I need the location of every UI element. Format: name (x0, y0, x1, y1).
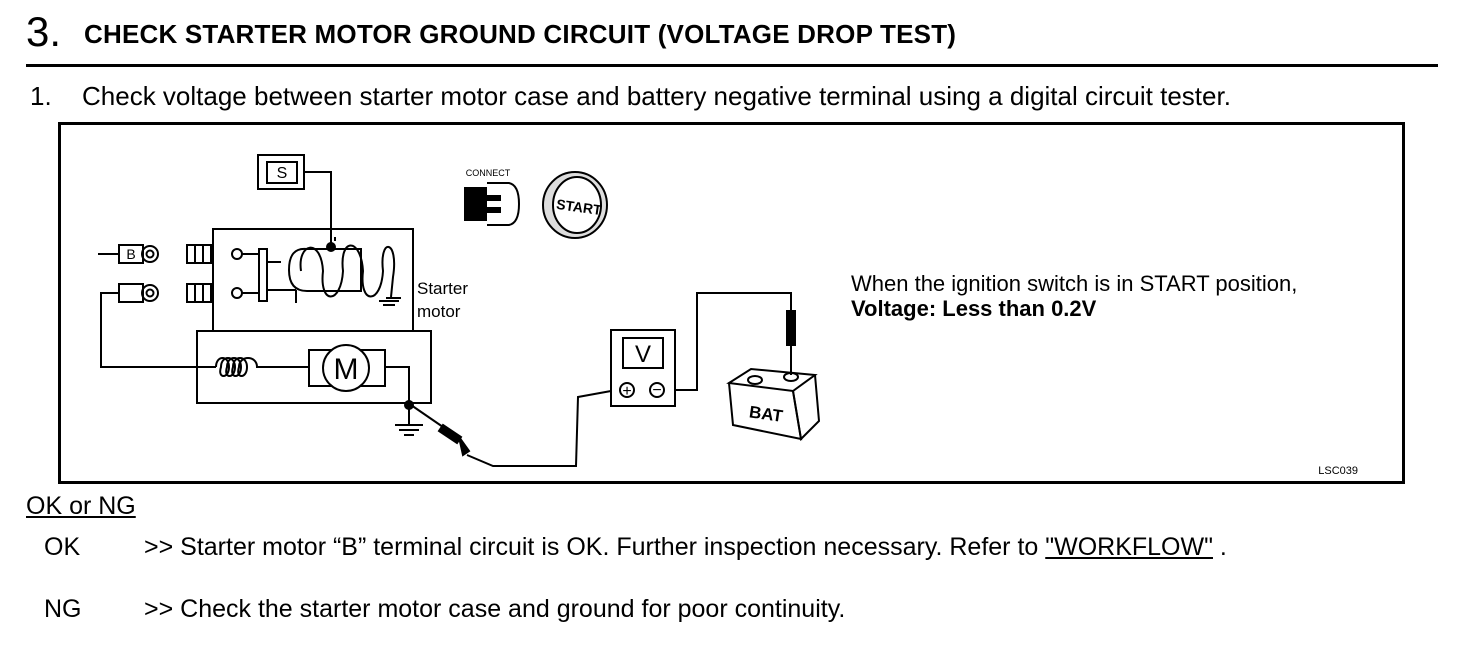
result-ng-code: NG (44, 595, 82, 623)
s-terminal-label: S (277, 165, 288, 182)
result-ok-code: OK (44, 533, 81, 561)
result-ok: OK >> Starter motor “B” terminal circuit … (44, 532, 1227, 562)
header-divider (26, 64, 1438, 67)
result-ng-text: >> Check the starter motor case and grou… (144, 595, 846, 623)
motor-label: M (334, 353, 359, 386)
battery-label: BAT (748, 402, 785, 426)
diagram-svg: S CONNECT START (98, 154, 821, 467)
result-ok-tail: . (1212, 533, 1227, 561)
instruction-number: 1. (30, 81, 52, 111)
instruction-text: Check voltage between starter motor case… (82, 81, 1231, 111)
start-label: START (555, 196, 603, 218)
m-terminal-connector (100, 283, 259, 368)
connect-label: CONNECT (466, 168, 511, 178)
b-terminal-connector: B (98, 244, 259, 264)
result-ng: NG >> Check the starter motor case and gr… (44, 594, 845, 624)
connect-icon: CONNECT (464, 168, 521, 226)
negative-probe (410, 390, 612, 467)
positive-probe (786, 310, 796, 375)
battery: BAT (726, 367, 821, 442)
b-terminal-label: B (126, 246, 135, 262)
instruction: 1. Check voltage between starter motor ca… (30, 80, 1231, 112)
voltage-spec: Voltage: Less than 0.2V (851, 296, 1097, 321)
solenoid (212, 228, 414, 332)
test-condition-text: When the ignition switch is in START pos… (851, 271, 1298, 296)
ok-ng-title: OK or NG (26, 492, 136, 520)
minus-terminal-label: − (652, 382, 661, 399)
workflow-link[interactable]: "WORKFLOW" (1045, 533, 1213, 561)
wiring-diagram: S CONNECT START (58, 122, 1405, 484)
step-number: 3. (26, 8, 62, 55)
voltmeter-label: V (635, 341, 651, 368)
start-key-icon: START (542, 171, 608, 239)
test-condition: When the ignition switch is in START pos… (851, 271, 1297, 321)
starter-motor-label-1: Starter (417, 279, 468, 298)
starter-motor-label-2: motor (417, 302, 461, 321)
plus-terminal-label: + (622, 383, 631, 400)
s-terminal-connector: S (257, 154, 332, 245)
figure-id: LSC039 (1318, 465, 1358, 477)
result-ok-text: >> Starter motor “B” terminal circuit is… (144, 533, 1046, 561)
motor-unit: M (196, 330, 432, 436)
voltmeter: V + − (610, 292, 792, 407)
step-title: CHECK STARTER MOTOR GROUND CIRCUIT (VOLT… (84, 19, 957, 49)
